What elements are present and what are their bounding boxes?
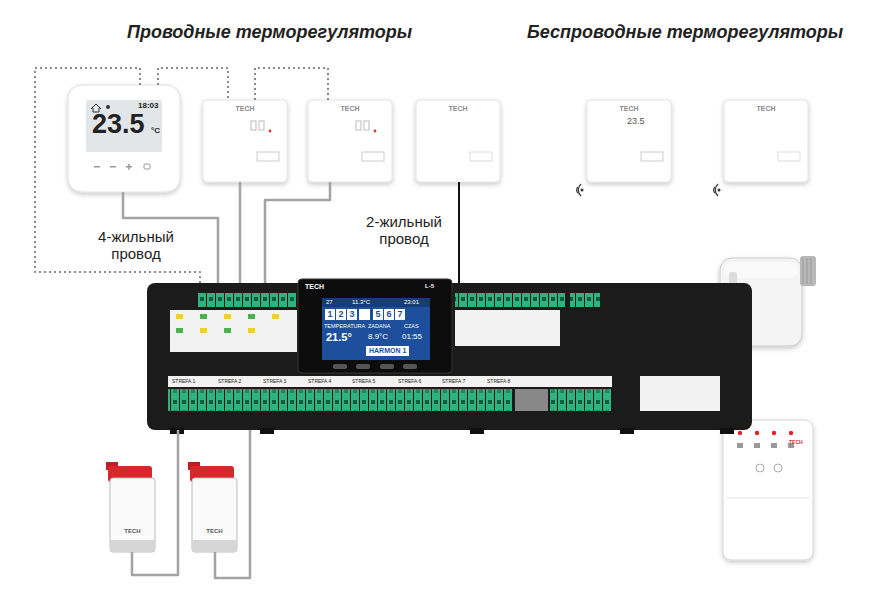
terminal-label: STREFA 8: [487, 379, 510, 385]
thermostat: TECH: [416, 100, 501, 182]
heading: Проводные терморегуляторы: [127, 22, 412, 43]
controller-body: [147, 279, 752, 434]
node-text: 21.5°: [326, 331, 352, 343]
thermostat-display: 18:0323.5°C: [68, 85, 180, 192]
wifi-symbol: [714, 184, 720, 196]
node-text: TECH: [203, 105, 287, 113]
actuator: [106, 462, 155, 552]
wireless-thermostat: TECH: [724, 100, 809, 182]
thermostat: [416, 100, 500, 182]
wire: [239, 182, 242, 283]
wire: [132, 430, 178, 575]
node-text: 2: [336, 309, 346, 320]
node-text: 8.9°C: [368, 333, 388, 342]
wireless-module: [723, 420, 813, 560]
thermostat: [203, 100, 287, 182]
wireless-thermostat: [724, 100, 808, 182]
heading: Беспроводные терморегуляторы: [527, 22, 843, 43]
thermostat: [308, 100, 392, 182]
terminal-label: STREFA 4: [308, 379, 331, 385]
node-text: L-5: [425, 283, 434, 290]
node-text: TECH: [587, 105, 671, 113]
node-text: 5: [373, 309, 383, 320]
node-text: ZADANA: [368, 323, 390, 329]
actuator: [188, 462, 237, 552]
dotted-wire: [35, 68, 200, 283]
wire: [215, 430, 250, 578]
node-text: 23.5: [627, 117, 645, 127]
node-text: TECH: [110, 528, 155, 535]
terminal-label: STREFA 2: [218, 379, 241, 385]
node-text: TECH: [192, 528, 237, 535]
thermostat-display: [68, 85, 180, 192]
node-text: °C: [151, 127, 160, 136]
node-text: TECH: [308, 105, 392, 113]
wire: [458, 182, 460, 283]
wireless-module: TECH: [723, 420, 813, 560]
dotted-wire: [255, 68, 328, 100]
wire: [265, 182, 330, 283]
node-text: TEMPERATURA: [324, 323, 365, 329]
wifi-symbol: [577, 184, 583, 196]
node-text: 27: [326, 299, 333, 306]
terminal-label: STREFA 5: [352, 379, 375, 385]
node-text: TECH: [305, 283, 324, 291]
node-text: TECH: [789, 440, 803, 446]
wireless-thermostat: TECH 23.5: [587, 100, 672, 182]
node-text: 1: [325, 309, 335, 320]
node-text: 11.3°C: [352, 299, 370, 306]
node-text: 23:01: [404, 299, 419, 306]
controller: TECH L-5 27 11.3°C 23:01 123 567TEMPERATURAZAD…: [147, 283, 752, 430]
node-text: 6: [384, 309, 394, 320]
thermostat: TECH: [308, 100, 393, 182]
wire-label: 4-жильный провод: [90, 228, 182, 263]
wire-label: 2-жильный провод: [356, 213, 452, 248]
actuator: TECH: [192, 478, 238, 552]
node-text: 23.5: [92, 110, 145, 140]
terminal-label: STREFA 3: [263, 379, 286, 385]
actuator: TECH: [110, 478, 156, 552]
node-text: 7: [395, 309, 405, 320]
node-text: TECH: [724, 105, 808, 113]
node-text: 01:55: [402, 333, 422, 342]
node-text: 3: [347, 309, 357, 320]
dotted-wire: [158, 68, 228, 100]
terminal-label: STREFA 1: [172, 379, 195, 385]
wireless-thermostat: [587, 100, 671, 182]
thermostat: TECH: [203, 100, 288, 182]
terminal-label: STREFA 6: [398, 379, 421, 385]
terminal-label: STREFA 7: [442, 379, 465, 385]
node-text: HARMON 1: [366, 346, 409, 356]
controller-screen: 27 11.3°C 23:01 123 567TEMPERATURAZADANA CZAS…: [322, 298, 430, 360]
node-text: TECH: [416, 105, 500, 113]
node-text: CZAS: [404, 323, 419, 329]
